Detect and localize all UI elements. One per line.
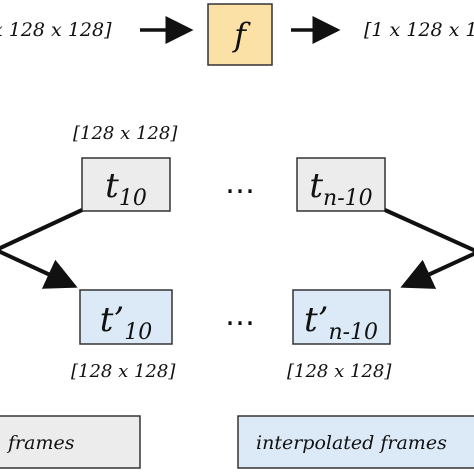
frame-box-right bbox=[296, 157, 386, 212]
legend-interp-label: interpolated frames bbox=[256, 432, 447, 454]
frame-box-left bbox=[81, 157, 171, 212]
right-branch-arrow bbox=[400, 251, 474, 289]
frames-ellipsis: … bbox=[225, 166, 255, 201]
legend-frames-label: frames bbox=[6, 432, 75, 454]
interp-label-right-sub: n-10 bbox=[328, 320, 378, 345]
frame-label-left-base: t bbox=[105, 166, 119, 206]
frames-dim-label: [128 x 128] bbox=[73, 123, 178, 144]
interp-label-right-base: t’ bbox=[304, 300, 328, 340]
legend-frames-swatch bbox=[0, 415, 141, 469]
interp-label-left: t’10 bbox=[100, 300, 152, 345]
frame-label-left-sub: 10 bbox=[119, 186, 147, 211]
interp-ellipsis: … bbox=[225, 298, 255, 333]
input-dim-label: x 128 x 128] bbox=[0, 19, 112, 41]
frame-label-right: tn-10 bbox=[309, 166, 372, 211]
interp-label-right: t’n-10 bbox=[304, 300, 378, 345]
interp-label-left-base: t’ bbox=[100, 300, 124, 340]
output-dim-label: [1 x 128 x 128 bbox=[364, 19, 474, 41]
interp-dim-right: [128 x 128] bbox=[287, 361, 392, 382]
frame-label-right-base: t bbox=[309, 166, 323, 206]
frame-label-right-sub: n-10 bbox=[323, 186, 373, 211]
function-box bbox=[207, 3, 273, 66]
interp-label-left-sub: 10 bbox=[124, 320, 152, 345]
interp-dim-left: [128 x 128] bbox=[71, 361, 176, 382]
frame-label-left: t10 bbox=[105, 166, 147, 211]
left-branch-line bbox=[0, 208, 83, 251]
legend-interp-swatch bbox=[237, 415, 474, 469]
interp-box-right bbox=[292, 289, 391, 345]
left-branch-arrow bbox=[0, 249, 78, 289]
right-branch-line bbox=[384, 208, 474, 253]
interp-box-left bbox=[79, 289, 173, 345]
